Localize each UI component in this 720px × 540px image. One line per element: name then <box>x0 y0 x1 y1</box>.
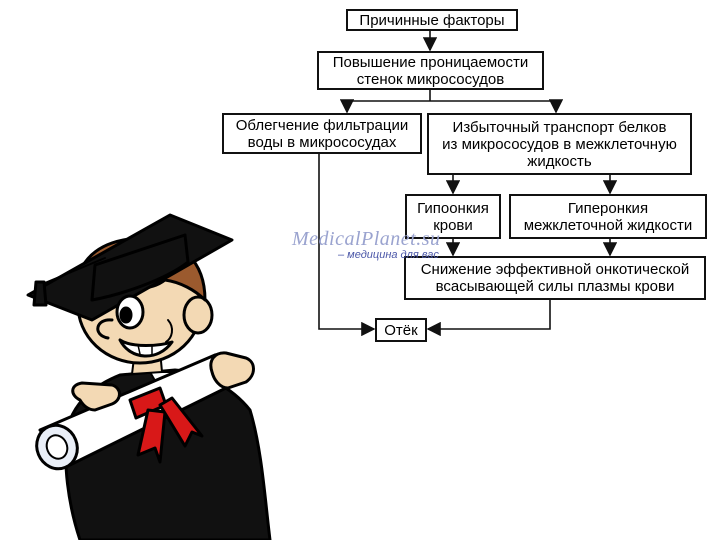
node-protein-transport-label: Избыточный транспорт белков из микрососу… <box>442 118 677 170</box>
watermark-tagline: – медицина для вас <box>338 249 439 261</box>
node-edema: Отёк <box>375 318 427 342</box>
node-reduced-suction-label: Снижение эффективной онкотической всасыв… <box>420 261 690 295</box>
node-permeability: Повышение проницаемости стенок микрососу… <box>317 51 544 90</box>
graduate-student-icon <box>26 213 272 540</box>
node-reduced-suction: Снижение эффективной онкотической всасыв… <box>404 256 706 300</box>
node-permeability-label: Повышение проницаемости стенок микрососу… <box>332 53 529 88</box>
node-causes: Причинные факторы <box>346 9 518 31</box>
node-filtration-label: Облегчение фильтрации воды в микрососуда… <box>235 116 409 151</box>
node-filtration: Облегчение фильтрации воды в микрососуда… <box>222 113 422 154</box>
node-causes-label: Причинные факторы <box>359 11 505 29</box>
watermark-site: MedicalPlanet.su <box>292 228 441 250</box>
node-hypooncia: Гипоонкия крови <box>405 194 501 239</box>
node-protein-transport: Избыточный транспорт белков из микрососу… <box>427 113 692 175</box>
node-hypooncia-label: Гипоонкия крови <box>417 199 489 234</box>
node-hyperoncia-label: Гиперонкия межклеточной жидкости <box>523 199 693 234</box>
arrow-reduced-to-edema <box>426 299 551 337</box>
node-edema-label: Отёк <box>384 321 418 339</box>
arrow-filtration-to-edema <box>318 153 376 337</box>
node-hyperoncia: Гиперонкия межклеточной жидкости <box>509 194 707 239</box>
